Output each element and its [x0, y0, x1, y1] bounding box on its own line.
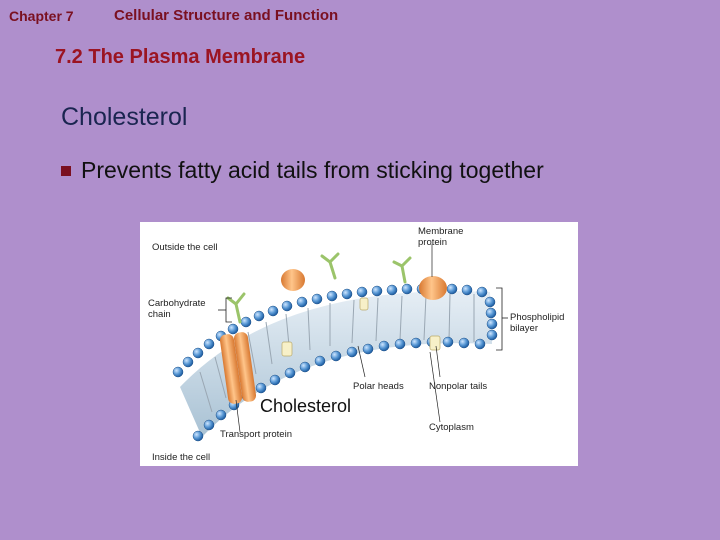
label-outside-cell: Outside the cell — [152, 242, 218, 253]
polar-heads-top — [172, 283, 488, 378]
bullet-text: Prevents fatty acid tails from sticking … — [81, 157, 544, 183]
membrane-body — [180, 291, 492, 437]
carbohydrate-bracket — [218, 297, 232, 323]
lipid-tails — [199, 293, 475, 413]
section-title: 7.2 The Plasma Membrane — [55, 46, 306, 68]
bilayer-bracket — [496, 287, 508, 351]
polar-heads-edge — [484, 296, 498, 341]
carbohydrate-chains — [226, 252, 412, 324]
label-cholesterol: Cholesterol — [260, 396, 352, 416]
transport-protein — [219, 332, 257, 404]
label-polar-heads: Polar heads — [353, 381, 404, 392]
label-nonpolar-tails: Nonpolar tails — [429, 381, 488, 392]
bullet-item: Prevents fatty acid tails from sticking … — [61, 157, 544, 184]
label-cytoplasm: Cytoplasm — [429, 422, 474, 433]
chapter-label: Chapter 7 — [9, 8, 74, 24]
membrane-illustration — [172, 244, 508, 442]
label-phospholipid-bilayer: Phospholipid bilayer — [510, 312, 565, 334]
label-carbohydrate-chain: Carbohydrate chain — [148, 298, 206, 320]
chapter-title: Cellular Structure and Function — [114, 7, 339, 24]
plasma-membrane-figure: Outside the cell Membrane protein Carboh… — [140, 222, 578, 466]
label-pointers — [235, 244, 441, 433]
label-inside-cell: Inside the cell — [152, 452, 211, 463]
label-membrane-protein: Membrane protein — [418, 226, 464, 248]
label-transport-protein: Transport protein — [220, 429, 292, 440]
bullet-square-icon — [61, 165, 71, 176]
membrane-protein — [281, 269, 447, 300]
slide-heading: Cholesterol — [61, 103, 188, 131]
polar-heads-bottom — [192, 336, 486, 442]
cholesterol-molecules — [281, 297, 441, 357]
